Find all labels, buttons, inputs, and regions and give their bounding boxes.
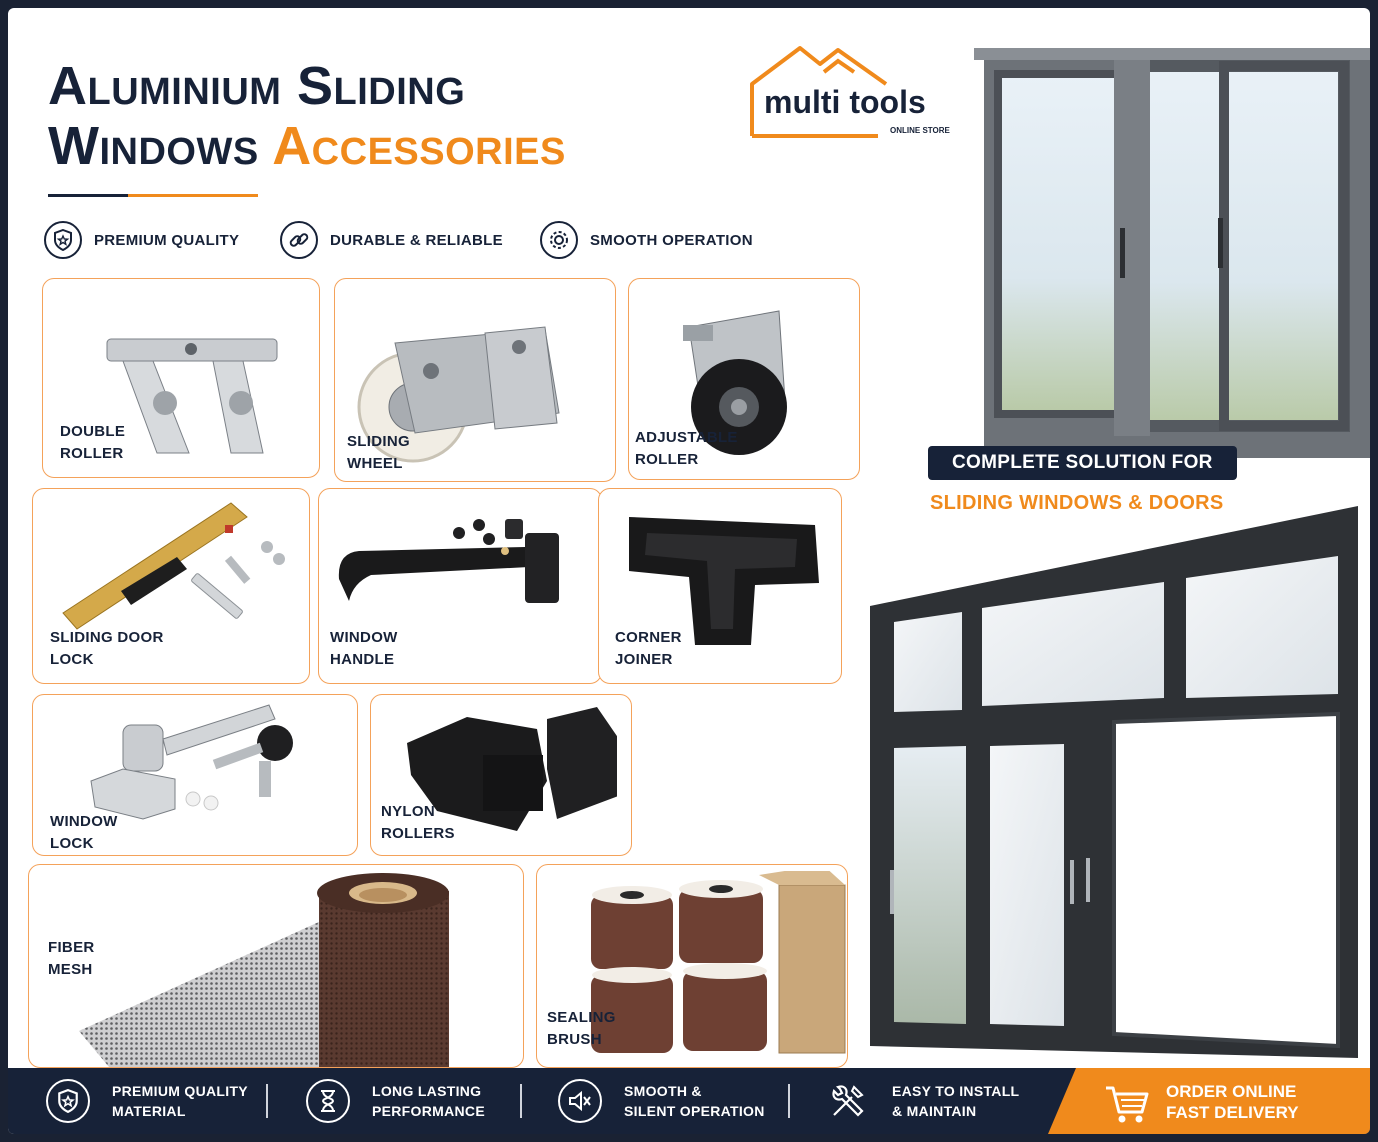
footer-smooth-silent: SMOOTH & SILENT OPERATION [558,1078,765,1124]
title-line-2-part-2: Accessories [272,116,566,176]
hourglass-icon [306,1079,350,1123]
product-card-nylon-rollers[interactable]: NYLON ROLLERS [370,694,632,856]
adjustable-roller-image [683,310,787,455]
feature-durable-reliable: DURABLE & RELIABLE [280,220,503,260]
sliding-wheel-image [357,326,560,463]
house-icon [750,46,888,138]
title-line-2: Windows Accessories [48,116,566,176]
product-card-adjustable-roller[interactable]: ADJUSTABLE ROLLER [628,278,860,480]
product-card-window-lock[interactable]: WINDOW LOCK [32,694,358,856]
order-online-button[interactable]: ORDER ONLINE FAST DELIVERY [1048,1068,1370,1134]
product-label: ADJUSTABLE ROLLER [635,429,738,468]
product-label: WINDOW LOCK [50,813,118,852]
logo-name: multi tools [764,84,926,120]
double-roller-image [106,338,278,454]
order-label: ORDER ONLINE FAST DELIVERY [1166,1082,1299,1122]
footer-label: SMOOTH & SILENT OPERATION [624,1083,765,1119]
feature-smooth-operation: SMOOTH OPERATION [540,220,753,260]
product-label: SLIDING WHEEL [347,433,410,472]
gear-icon [540,221,578,259]
window-handle-image [338,519,559,603]
product-label: FIBER MESH [48,939,95,978]
footer-label: PREMIUM QUALITY MATERIAL [112,1083,248,1119]
cta-banner: COMPLETE SOLUTION FOR SLIDING WINDOWS & … [928,446,1237,515]
shield-star-icon [44,221,82,259]
corner-joiner-image [629,517,819,645]
product-card-sealing-brush[interactable]: SEALING BRUSH [536,864,848,1068]
product-card-sliding-door-lock[interactable]: SLIDING DOOR LOCK [32,488,310,684]
chain-link-icon [280,221,318,259]
feature-premium-quality: PREMIUM QUALITY [44,220,239,260]
title-line-2-part-1: Windows [48,116,259,176]
footer-divider [520,1084,522,1118]
logo-subtitle: ONLINE STORE [890,126,950,135]
nylon-rollers-image [407,707,617,831]
footer-divider [788,1084,790,1118]
dark-window-illustration [870,506,1358,1058]
product-card-fiber-mesh[interactable]: FIBER MESH [28,864,524,1068]
footer-label: LONG LASTING PERFORMANCE [372,1083,485,1119]
feature-label: DURABLE & RELIABLE [330,231,503,249]
feature-label: PREMIUM QUALITY [94,231,240,249]
product-label: DOUBLE ROLLER [60,423,126,462]
cta-line-1: COMPLETE SOLUTION FOR [928,446,1237,480]
sliding-window-illustration [974,48,1370,458]
product-card-corner-joiner[interactable]: CORNER JOINER [598,488,842,684]
footer-long-lasting: LONG LASTING PERFORMANCE [306,1078,485,1124]
product-label: NYLON ROLLERS [381,803,455,842]
product-card-sliding-wheel[interactable]: SLIDING WHEEL [334,278,616,482]
product-card-double-roller[interactable]: DOUBLE ROLLER [42,278,320,478]
cta-line-2: SLIDING WINDOWS & DOORS [930,492,1224,514]
sealing-brush-image [591,871,846,1054]
window-lock-image [90,704,293,820]
product-label: SLIDING DOOR LOCK [50,629,164,668]
footer-premium-quality: PREMIUM QUALITY MATERIAL [46,1078,248,1124]
poster: Aluminium Sliding Windows Accessories PR… [8,8,1370,1134]
brand-logo: multi tools ONLINE STORE [738,40,958,140]
fiber-mesh-image [79,873,449,1067]
shield-star-icon [46,1079,90,1123]
tools-icon [826,1079,870,1123]
footer-divider [266,1084,268,1118]
feature-label: SMOOTH OPERATION [590,231,753,249]
sliding-door-lock-image [62,502,285,630]
title-underline [48,194,258,197]
footer-easy-install: EASY TO INSTALL & MAINTAIN [826,1078,1019,1124]
product-label: SEALING BRUSH [547,1009,616,1048]
page-title: Aluminium Sliding Windows Accessories [48,56,566,176]
footer-label: EASY TO INSTALL & MAINTAIN [892,1083,1020,1119]
product-label: WINDOW HANDLE [330,629,398,668]
mute-speaker-icon [558,1079,602,1123]
cart-icon [1104,1084,1150,1132]
product-card-window-handle[interactable]: WINDOW HANDLE [318,488,602,684]
product-label: CORNER JOINER [615,629,682,668]
title-line-1: Aluminium Sliding [48,56,466,116]
